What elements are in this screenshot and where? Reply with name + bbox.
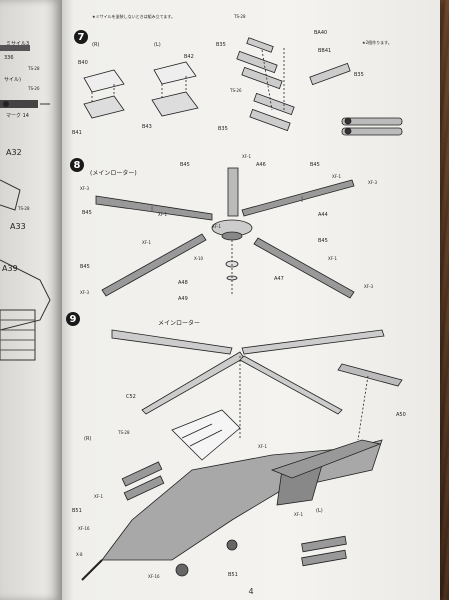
- step-7-l-label: (L): [154, 42, 161, 48]
- part-xf3-c: XF-3: [80, 290, 90, 295]
- part-b45-a: B45: [180, 162, 190, 168]
- part-ts26: TS-26: [230, 88, 242, 93]
- part-b45-e: B45: [80, 264, 90, 270]
- part-xf1-c: XF-1: [158, 212, 168, 217]
- part-ts28: TS-28: [234, 14, 246, 19]
- part-b51-a: B51: [72, 508, 82, 514]
- part-xf1-9c: XF-1: [294, 512, 304, 517]
- part-a49: A49: [178, 296, 188, 302]
- part-c52: C52: [126, 394, 136, 400]
- part-b35-c: B35: [218, 126, 228, 132]
- left-ts28b-label: TS-28: [18, 206, 30, 211]
- left-missile-label: ミサイル3: [6, 41, 30, 47]
- step-8-title: (メインローター): [90, 170, 137, 177]
- part-xf16-b: XF-16: [148, 574, 160, 579]
- part-bb41: BB41: [318, 48, 332, 54]
- part-b45-d: B45: [318, 238, 328, 244]
- page-number: 4: [248, 587, 254, 596]
- part-xf3-b: XF-3: [368, 180, 378, 185]
- part-xf1-b: XF-1: [332, 174, 342, 179]
- part-b35-a: B35: [216, 42, 226, 48]
- left-mark14-label: マーク 14: [6, 113, 29, 119]
- part-xf1-9b: XF-1: [94, 494, 104, 499]
- left-a39-label: A39: [2, 264, 18, 273]
- step-7-note-right: ★2個作ります。: [362, 40, 392, 45]
- part-b45-b: B45: [310, 162, 320, 168]
- part-xf3-a: XF-3: [80, 186, 90, 191]
- part-a44: A44: [318, 212, 328, 218]
- part-a47: A47: [274, 276, 284, 282]
- part-b43: B43: [142, 124, 152, 130]
- part-b35-b: B35: [354, 72, 364, 78]
- part-b51-b: B51: [228, 572, 238, 578]
- part-a48: A48: [178, 280, 188, 286]
- part-b40: B40: [78, 60, 88, 66]
- part-xf16-a: XF-16: [78, 526, 90, 531]
- step-7-number: 7: [74, 30, 88, 44]
- step-7-note: ★ミサイルを塗装しないときは組み立てます。: [92, 14, 175, 19]
- left-page-fragment: ミサイル3 336 TS-28 サイル) TS-26 マーク 14 A32 TS…: [0, 0, 62, 600]
- part-b45-c: B45: [82, 210, 92, 216]
- part-xf1-a: XF-1: [242, 154, 252, 159]
- left-a33-label: A33: [10, 222, 26, 231]
- part-xf1-e: XF-1: [328, 256, 338, 261]
- part-b41: B41: [72, 130, 82, 136]
- step-7-r-label: (R): [92, 42, 100, 48]
- left-336-label: 336: [4, 55, 14, 61]
- left-page-drawing: [0, 45, 51, 361]
- part-ba40: BA40: [314, 30, 328, 36]
- step-8-number: 8: [70, 158, 84, 172]
- left-ts28-label: TS-28: [28, 66, 40, 71]
- part-x10: X-10: [194, 256, 204, 261]
- part-xf1-d: XF-1: [142, 240, 152, 245]
- part-ts28-9: TS-28: [118, 430, 130, 435]
- part-b42: B42: [184, 54, 194, 60]
- part-xf1-9a: XF-1: [258, 444, 268, 449]
- step-9-title: メインローター: [158, 320, 201, 327]
- step-9-number: 9: [66, 312, 80, 326]
- left-a32-label: A32: [6, 148, 22, 157]
- left-missile2-label: サイル): [4, 77, 21, 83]
- part-xf3-d: XF-3: [364, 284, 374, 289]
- instruction-page: 7 ★ミサイルを塗装しないときは組み立てます。 ★2個作ります。 (R) (L): [62, 0, 440, 600]
- part-a50: A50: [396, 412, 406, 418]
- label-l-9: (L): [316, 508, 323, 514]
- assembly-drawings: [81, 37, 403, 581]
- part-x8: X-8: [76, 552, 83, 557]
- part-a46: A46: [256, 162, 266, 168]
- part-xf1-f: XF-1: [212, 224, 222, 229]
- label-r-9: (R): [84, 436, 92, 442]
- left-ts26-label: TS-26: [28, 86, 40, 91]
